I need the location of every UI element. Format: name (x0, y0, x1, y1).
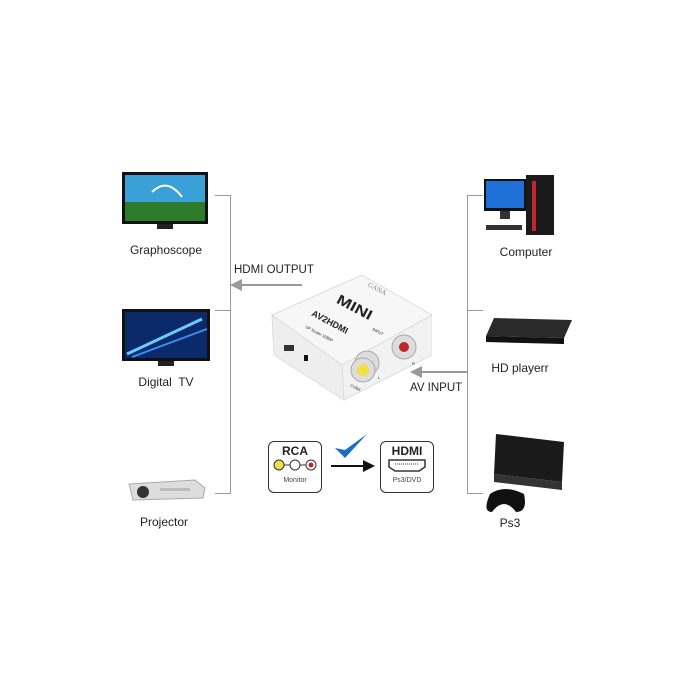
hdmi-title: HDMI (391, 444, 423, 458)
left-tick (215, 493, 231, 494)
right-tick (467, 493, 483, 494)
checkmark-icon (335, 434, 367, 458)
device-label-digital-tv: Digital TV (138, 375, 194, 389)
right-tick (467, 310, 483, 311)
device-label-hd-player: HD playerr (491, 361, 549, 375)
left-tick (215, 310, 231, 311)
hdmi-sub: Ps3/DVD (392, 477, 422, 484)
hd-player-image (486, 318, 572, 344)
right-tick (467, 195, 483, 196)
device-label-graphoscope: Graphoscope (129, 243, 203, 257)
cvbs-port (350, 357, 376, 383)
computer-image (484, 175, 554, 235)
converter-body (270, 275, 432, 401)
device-label-ps3: Ps3 (499, 516, 521, 530)
left-arrow-icon (230, 279, 302, 291)
left-tick (215, 195, 231, 196)
hdmi-output-label: HDMI OUTPUT (234, 264, 314, 276)
device-label-projector: Projector (139, 515, 189, 529)
av-input-label: AV INPUT (410, 382, 463, 394)
tv-image (122, 172, 208, 229)
projector-image (128, 479, 206, 501)
rca-title: RCA (282, 444, 308, 458)
ps3-image (486, 434, 564, 512)
right-arrow-icon (331, 460, 375, 472)
r-text: R (412, 361, 415, 366)
rca-sub: Monitor (283, 477, 307, 484)
av2hdmi-converter: GANA MINI AV2HDMI UP Scaler 1080P INPUT … (262, 275, 432, 405)
hdmi-badge: HDMI Ps3/DVD (380, 441, 434, 493)
rca-badge: RCA Monitor (268, 441, 322, 493)
right-bracket (467, 195, 468, 493)
left-bracket (230, 195, 231, 493)
left-arrow-icon (410, 366, 468, 378)
device-label-computer: Computer (499, 245, 553, 259)
digital-tv-image (122, 309, 210, 366)
l-text: L (378, 375, 381, 380)
hdmi-port-icon (388, 459, 426, 472)
rca-connectors-icon (273, 459, 317, 471)
